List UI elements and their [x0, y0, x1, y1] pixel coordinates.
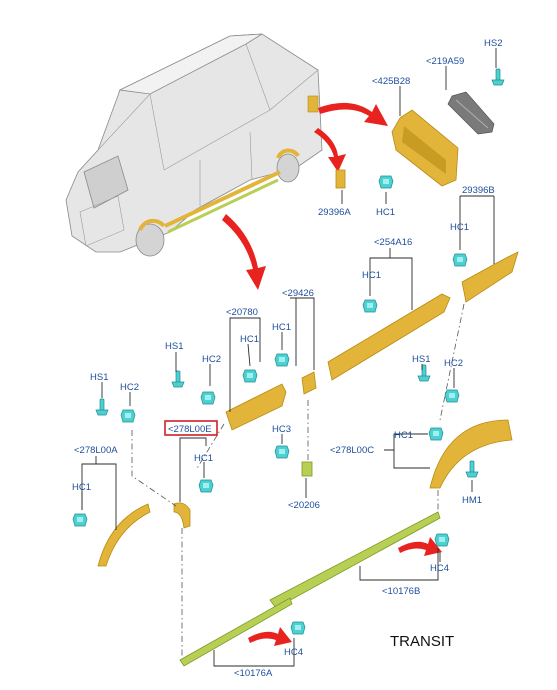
label-29396b: 29396B [462, 185, 495, 196]
clip-hc2-center [200, 391, 216, 405]
part-278l00e [173, 502, 191, 529]
label-219a59: <219A59 [426, 56, 464, 67]
label-425b28: <425B28 [372, 76, 410, 87]
label-hc2-center: HC2 [202, 354, 221, 365]
clip-hc3 [274, 445, 290, 459]
label-10176b: <10176B [382, 586, 420, 597]
part-278l00a [97, 503, 151, 567]
screw-hs1-center [171, 370, 185, 388]
red-arrows [222, 102, 442, 646]
label-278l00a: <278L00A [74, 445, 118, 456]
label-hc4-right: HC4 [430, 563, 449, 574]
arrow-to-hc4-right [398, 537, 442, 556]
alignment-lines [131, 303, 465, 656]
highlight-box-278l00e [164, 420, 218, 436]
label-hm1: HM1 [462, 495, 482, 506]
screw-hm1 [465, 460, 479, 478]
part-10176b [269, 511, 441, 609]
labels: HS2 <219A59 <425B28 HC1 29396A 29396B HC… [72, 38, 502, 679]
leader-lines [81, 48, 497, 667]
label-hc2-right: HC2 [444, 358, 463, 369]
label-hc1-278l00e: HC1 [194, 453, 213, 464]
label-20206: <20206 [288, 500, 320, 511]
clip-hc1-278l00a [72, 513, 88, 527]
part-20780 [225, 383, 287, 431]
clip-hc1-254a16 [362, 299, 378, 313]
label-hc3: HC3 [272, 424, 291, 435]
part-425b28 [391, 109, 459, 187]
label-hc1-278l00c: HC1 [394, 430, 413, 441]
screw-hs1-right [417, 364, 431, 382]
clip-hc1-29396b [452, 253, 468, 267]
clip-hc4-right [434, 533, 450, 547]
clip-hc1-20780 [242, 369, 258, 383]
label-hc1-20780: HC1 [240, 334, 259, 345]
clip-hc1-29426 [274, 353, 290, 367]
part-219a59 [447, 91, 495, 135]
arrow-to-425b28 [318, 102, 388, 126]
part-29426 [301, 371, 317, 395]
label-hs1-center: HS1 [165, 341, 183, 352]
label-hs1-left: HS1 [90, 372, 108, 383]
label-hc1-top: HC1 [376, 207, 395, 218]
label-hc1-mid: HC1 [362, 270, 381, 281]
label-hc1-right: HC1 [450, 222, 469, 233]
arrow-to-rear-parts [222, 214, 266, 290]
label-29396a: 29396A [318, 207, 351, 218]
part-29396b [461, 251, 519, 303]
clip-hc2-right [444, 389, 460, 403]
clip-hc2-left [120, 409, 136, 423]
label-278l00e: <278L00E [168, 424, 212, 435]
label-278l00c: <278L00C [330, 445, 374, 456]
label-254a16: <254A16 [374, 237, 412, 248]
label-hs2: HS2 [484, 38, 502, 49]
screw-hs2 [491, 68, 505, 86]
part-254a16 [327, 293, 451, 381]
arrow-to-hc4-left [248, 627, 292, 646]
label-hc4-left: HC4 [284, 647, 303, 658]
part-29396a [335, 169, 346, 189]
label-hc2-left: HC2 [120, 382, 139, 393]
clip-hc1-278l00c [428, 427, 444, 441]
label-29426: <29426 [282, 288, 314, 299]
label-hs1-right: HS1 [412, 354, 430, 365]
clip-hc4-left [290, 621, 306, 635]
clip-hc1-278l00e [198, 479, 214, 493]
label-hc1-278l00a: HC1 [72, 482, 91, 493]
screw-hs1-left [95, 398, 109, 416]
part-20206 [301, 461, 313, 477]
arrow-to-29396a [314, 128, 346, 172]
part-278l00c [429, 419, 513, 489]
clip-hc1-top [378, 175, 394, 189]
label-20780: <20780 [226, 307, 258, 318]
label-10176a: <10176A [234, 668, 273, 679]
label-hc1-29426: HC1 [272, 322, 291, 333]
part-10176a [179, 597, 293, 667]
van-illustration [65, 33, 323, 257]
model-title: TRANSIT [390, 633, 454, 650]
